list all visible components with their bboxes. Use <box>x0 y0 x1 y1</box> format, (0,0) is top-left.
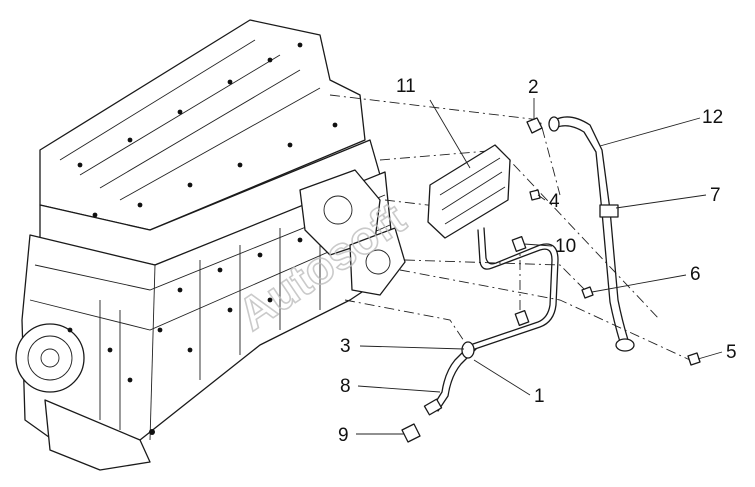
callout-6: 6 <box>690 264 701 285</box>
callout-8: 8 <box>340 376 351 397</box>
callout-1: 1 <box>534 386 545 407</box>
oil-cooler-11 <box>427 144 511 239</box>
tube-12 <box>548 116 635 352</box>
fitting-9 <box>401 423 421 443</box>
tube-10 <box>469 227 559 351</box>
callout-2: 2 <box>528 77 539 98</box>
callout-10: 10 <box>555 236 576 257</box>
callout-4: 4 <box>549 191 560 212</box>
callout-9: 9 <box>338 425 349 446</box>
small-fasteners <box>526 117 701 366</box>
callout-7: 7 <box>710 185 721 206</box>
callout-3: 3 <box>340 336 351 357</box>
engine-block <box>15 19 406 471</box>
callout-11: 11 <box>396 76 416 97</box>
tube-8 <box>423 344 477 416</box>
callout-5: 5 <box>726 342 737 363</box>
callout-12: 12 <box>702 107 723 128</box>
callout-labels: 11 2 12 7 4 10 6 5 3 1 8 9 <box>338 76 737 446</box>
clamp-3 <box>461 341 475 359</box>
leader-lines <box>356 98 723 435</box>
